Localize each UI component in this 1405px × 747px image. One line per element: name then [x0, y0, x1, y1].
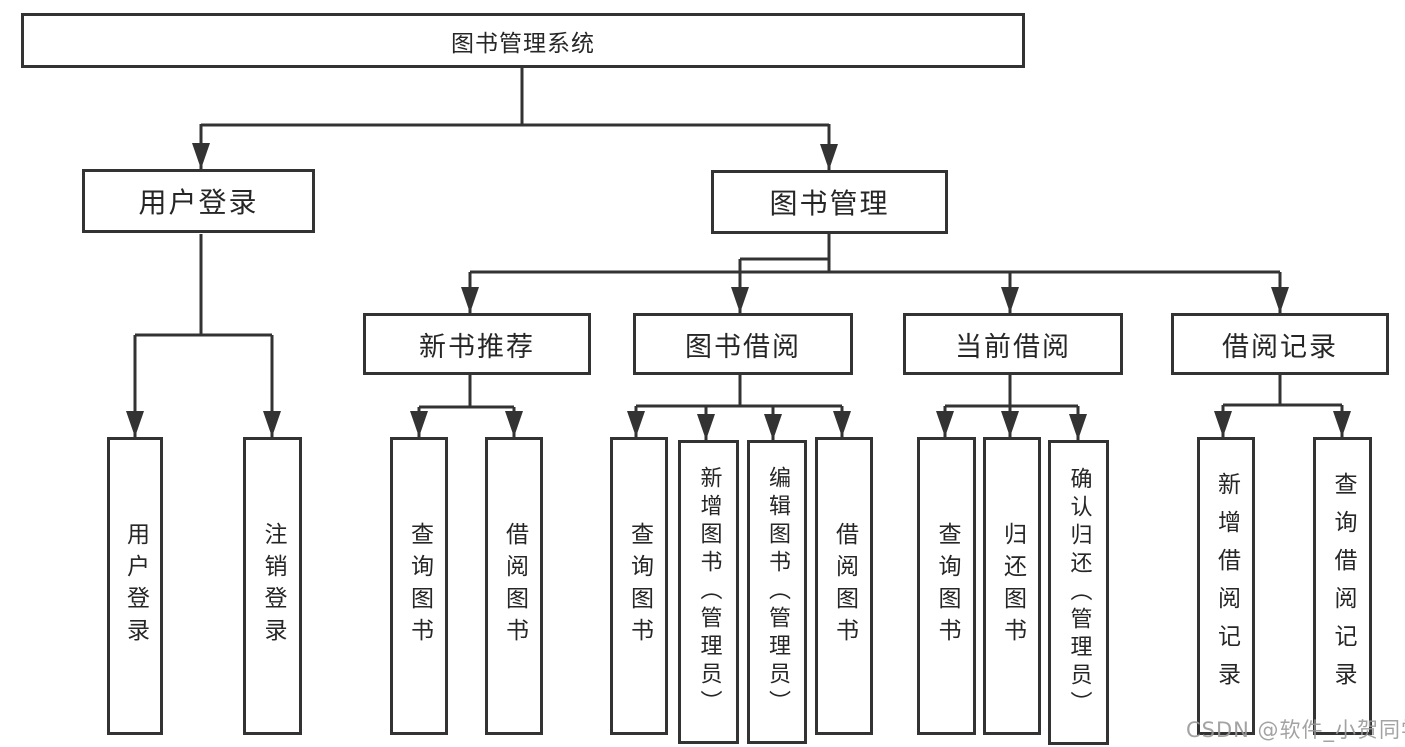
node-query-book-1-label: 查询图书: [406, 522, 433, 650]
node-add-record-label: 新增借阅记录: [1213, 472, 1240, 700]
node-user-login: 用户登录: [82, 169, 315, 233]
node-borrow-book-1: 借阅图书: [485, 437, 543, 735]
node-borrow-book-2-label: 借阅图书: [831, 522, 858, 650]
node-edit-book: 编辑图书（管理员）: [747, 440, 807, 744]
node-query-book-2-label: 查询图书: [626, 522, 653, 650]
node-current-borrow-label: 当前借阅: [955, 331, 1071, 363]
node-logout-leaf: 注销登录: [243, 437, 302, 735]
node-query-book-3-label: 查询图书: [934, 522, 960, 650]
node-borrow-records: 借阅记录: [1171, 313, 1389, 375]
node-book-borrow: 图书借阅: [633, 313, 853, 375]
node-new-book-rec: 新书推荐: [363, 313, 591, 375]
node-logout-leaf-label: 注销登录: [260, 522, 286, 650]
node-current-borrow: 当前借阅: [903, 313, 1123, 375]
node-user-login-leaf-label: 用户登录: [122, 522, 149, 650]
node-query-record-label: 查询借阅记录: [1330, 472, 1356, 700]
node-book-mgmt-label: 图书管理: [769, 187, 890, 220]
node-add-book-label: 新增图书（管理员）: [696, 466, 722, 718]
node-book-mgmt: 图书管理: [711, 170, 948, 234]
node-root-label: 图书管理系统: [451, 30, 595, 57]
node-query-book-1: 查询图书: [390, 437, 448, 735]
node-borrow-records-label: 借阅记录: [1222, 331, 1338, 363]
node-add-record: 新增借阅记录: [1197, 437, 1255, 735]
node-borrow-book-2: 借阅图书: [815, 437, 873, 735]
node-return-book-label: 归还图书: [999, 522, 1026, 650]
node-query-book-3: 查询图书: [917, 437, 976, 735]
node-root: 图书管理系统: [21, 13, 1025, 68]
node-user-login-label: 用户登录: [138, 186, 259, 219]
node-borrow-book-1-label: 借阅图书: [501, 522, 528, 650]
node-return-book: 归还图书: [983, 437, 1041, 735]
node-book-borrow-label: 图书借阅: [685, 331, 801, 363]
node-query-book-2: 查询图书: [610, 437, 668, 735]
node-user-login-leaf: 用户登录: [107, 437, 163, 735]
node-confirm-return: 确认归还（管理员）: [1048, 440, 1109, 745]
node-add-book: 新增图书（管理员）: [678, 440, 739, 744]
csdn-watermark: CSDN @软件_小贺同学: [1186, 718, 1405, 742]
node-query-record: 查询借阅记录: [1313, 437, 1372, 735]
node-edit-book-label: 编辑图书（管理员）: [765, 466, 790, 718]
node-new-book-rec-label: 新书推荐: [419, 331, 535, 363]
node-confirm-return-label: 确认归还（管理员）: [1066, 466, 1092, 719]
